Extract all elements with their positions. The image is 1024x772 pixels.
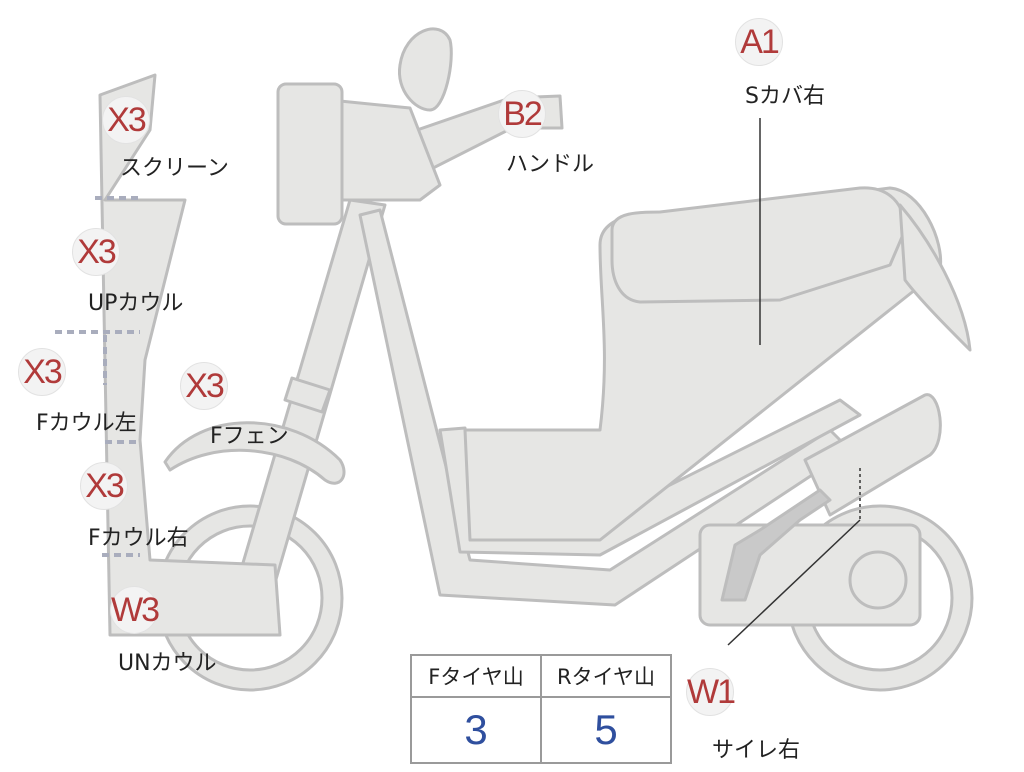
scover-right-grade-badge: A1 <box>735 18 783 66</box>
muffler-right-grade-badge: W1 <box>686 668 736 716</box>
tire-table-header-row: Fタイヤ山 Rタイヤ山 <box>410 654 672 698</box>
rear-tire-header: Rタイヤ山 <box>540 654 672 698</box>
tire-table-value-row: 3 5 <box>410 696 672 764</box>
front-tire-value: 3 <box>410 696 542 764</box>
seat <box>610 186 907 304</box>
upcowl-grade-badge: X3 <box>72 228 120 276</box>
front-tire-header: Fタイヤ山 <box>410 654 542 698</box>
fcowl-left-grade-badge: X3 <box>18 348 66 396</box>
muffler-right-label: サイレ右 <box>712 738 801 763</box>
fcowl-right-grade-badge: X3 <box>80 462 128 510</box>
fcowl-right-label: Fカウル右 <box>88 526 189 551</box>
ffender-grade-badge: X3 <box>180 362 228 410</box>
fcowl-left-label: Fカウル左 <box>36 411 137 436</box>
front-fender <box>163 421 346 485</box>
upcowl-label: UPカウル <box>88 291 184 316</box>
ffender-label: Fフェン <box>210 424 289 449</box>
uncowl-grade-badge: W3 <box>110 586 160 634</box>
front-cowl <box>98 73 282 637</box>
headlight <box>328 98 442 202</box>
rear-tire-value: 5 <box>540 696 672 764</box>
scover-right-label: Sカバ右 <box>745 84 825 109</box>
tire-tread-table: Fタイヤ山 Rタイヤ山 3 5 <box>410 654 672 764</box>
uncowl-label: UNカウル <box>118 651 217 676</box>
muffler <box>803 393 942 517</box>
handle-label: ハンドル <box>506 152 595 177</box>
mirror <box>397 27 453 112</box>
screen-grade-badge: X3 <box>102 96 150 144</box>
handle-grade-badge: B2 <box>498 90 546 138</box>
screen-label: スクリーン <box>120 156 229 181</box>
